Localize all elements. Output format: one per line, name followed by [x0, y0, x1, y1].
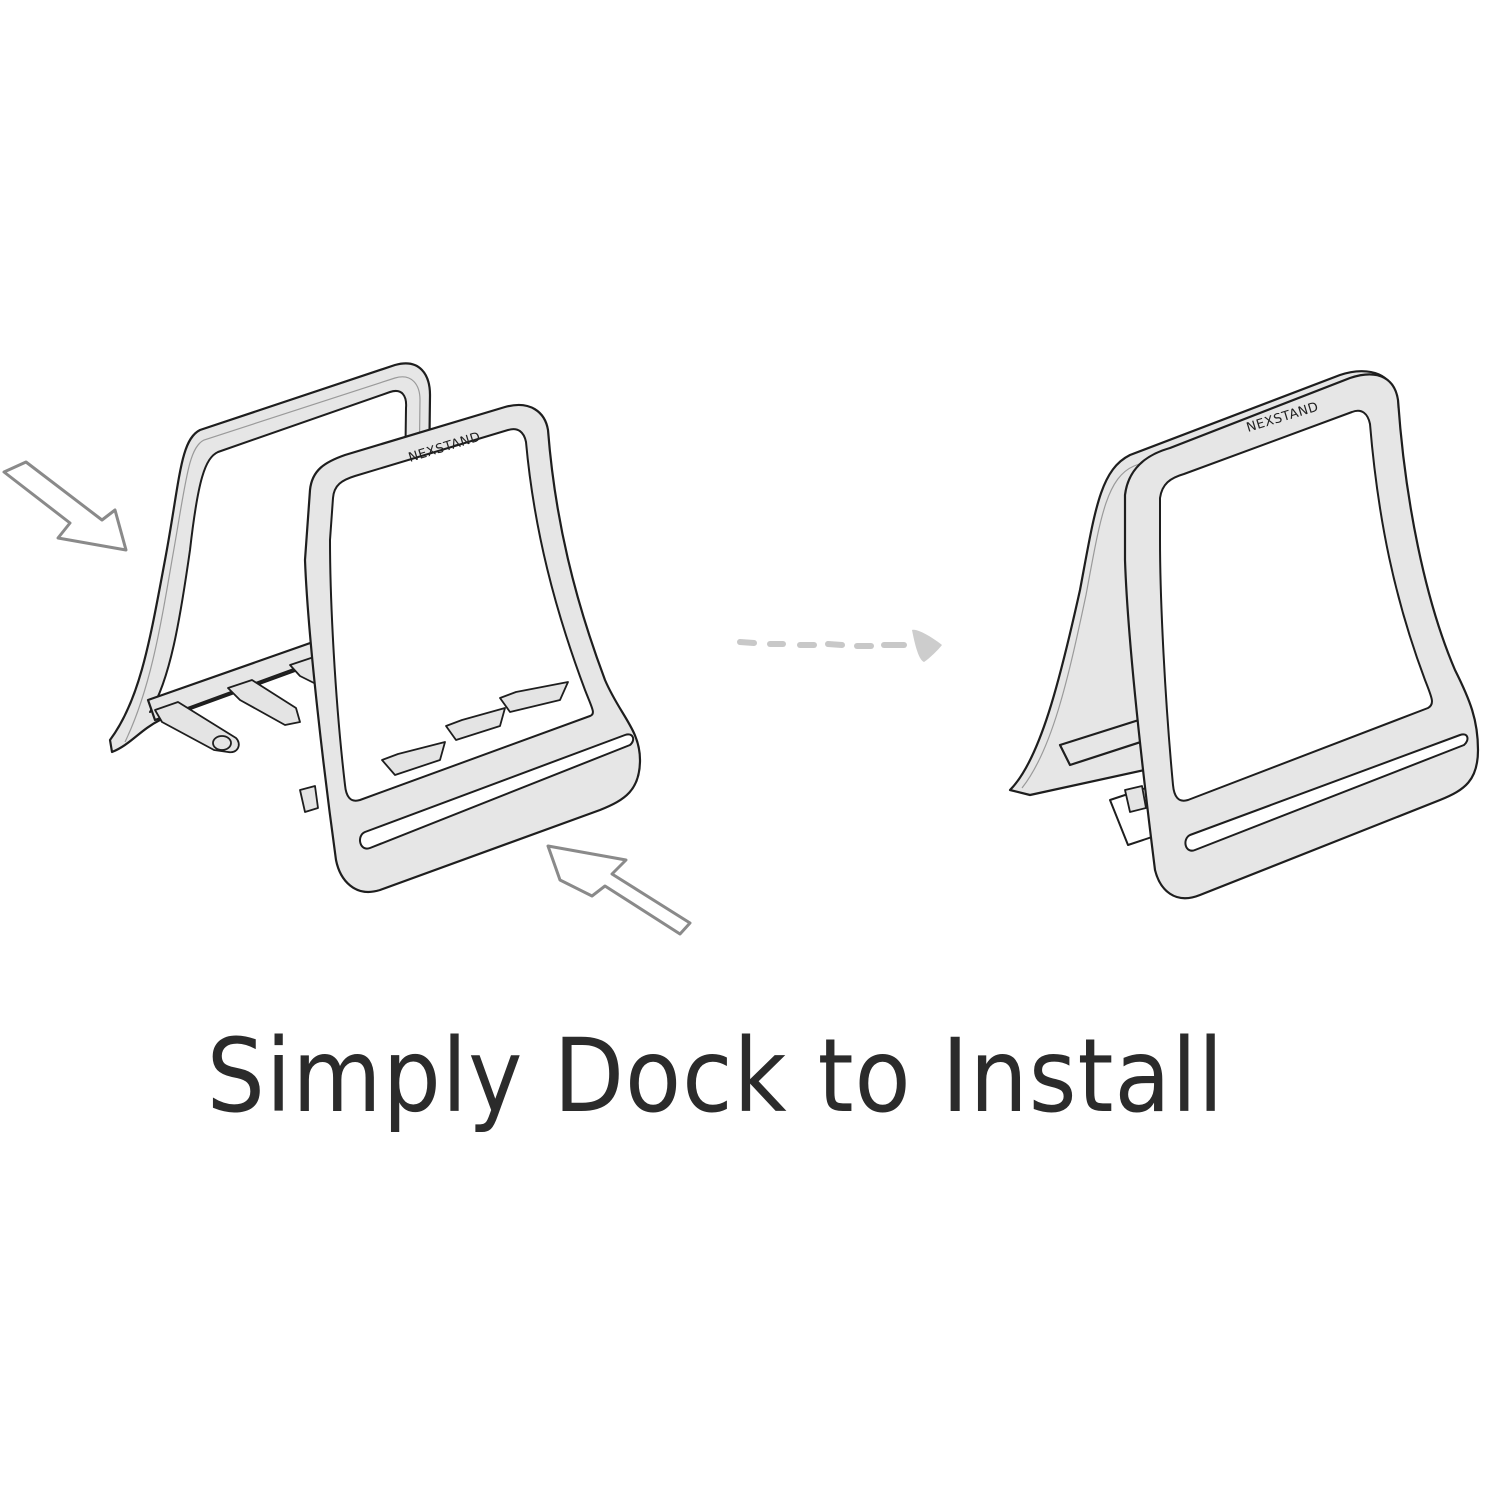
push-arrow-up-left-icon: [546, 844, 692, 936]
push-arrow-down-right-icon: [2, 460, 128, 552]
stand-frame-front: NEXSTAND: [303, 404, 642, 893]
headline-title: Simply Dock to Install: [206, 1017, 1225, 1136]
stand-base-pegs-front: [299, 681, 569, 813]
assembled-stand: NEXSTAND: [1008, 370, 1480, 900]
dashed-arrow-right-icon: [737, 629, 942, 662]
